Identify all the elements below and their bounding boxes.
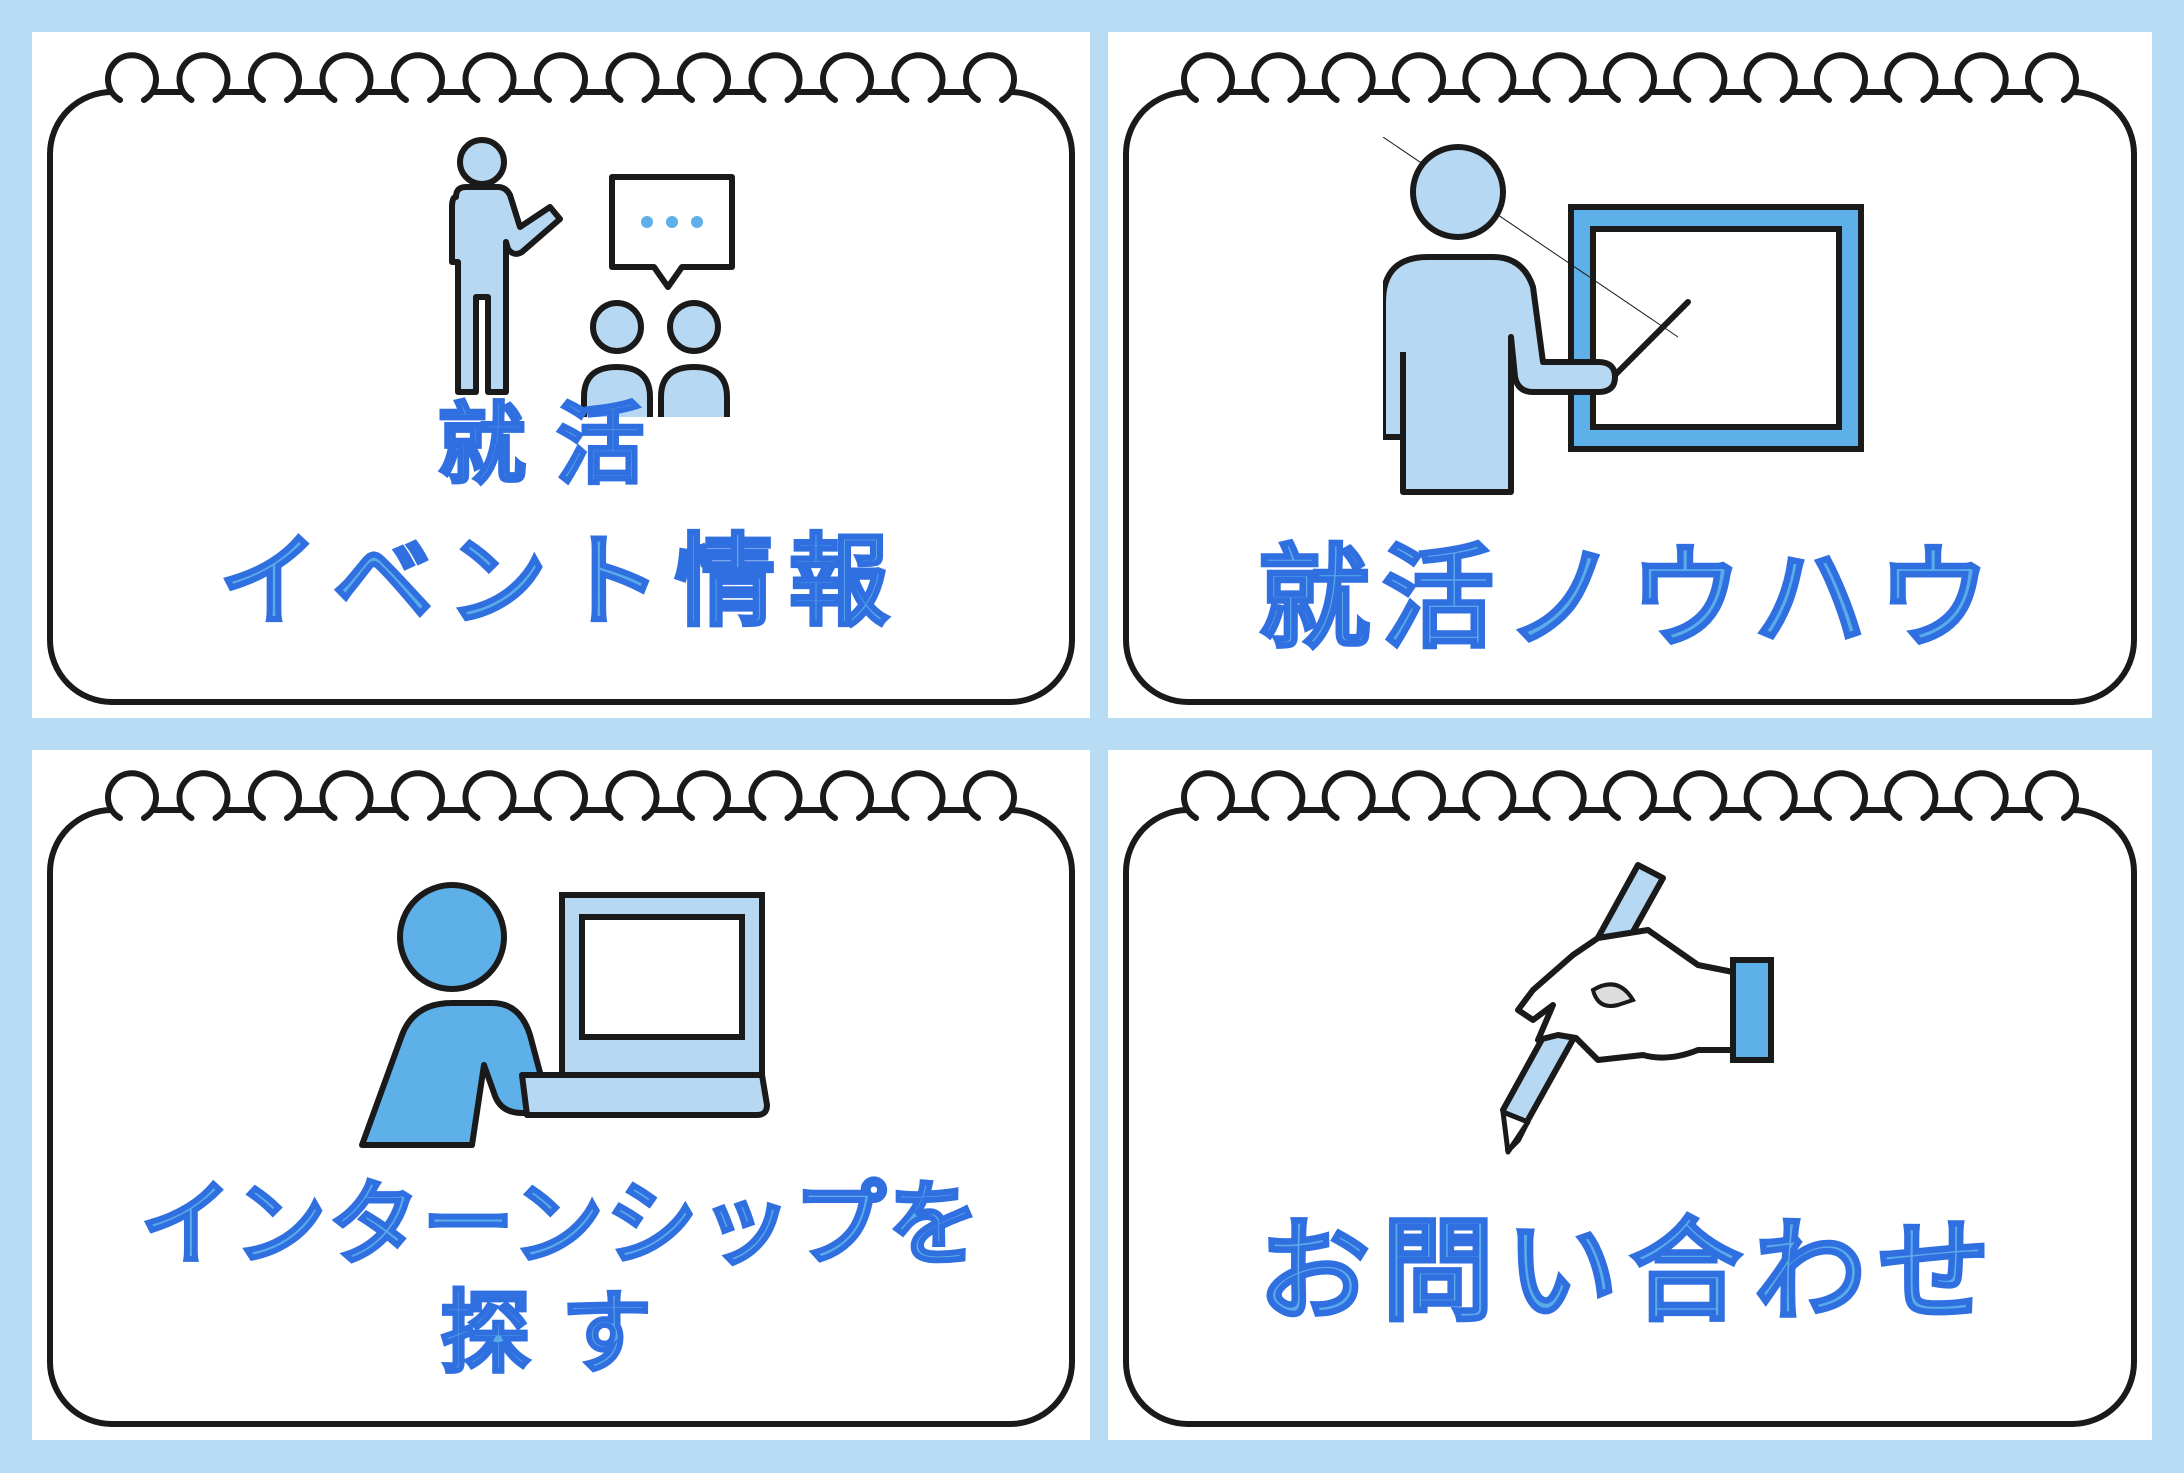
spiral-ring (534, 52, 588, 103)
spiral-ring (248, 52, 302, 103)
spiral-ring (176, 770, 231, 821)
spiral-ring (1884, 770, 1939, 821)
spiral-ring (391, 770, 445, 821)
spiral-ring (748, 52, 803, 103)
spiral-ring (677, 770, 731, 821)
presentation-icon (449, 137, 735, 417)
spiral-ring (1532, 770, 1587, 821)
tile-job-events[interactable]: 就 活 イベント情報 (32, 32, 1090, 718)
spiral-ring (1603, 770, 1657, 821)
spiral-ring (1462, 52, 1517, 103)
spiral-ring (748, 770, 803, 821)
tile-label-line-2: イベント情報 (218, 522, 903, 642)
spiral-ring (1321, 770, 1376, 821)
tile-label: お問い合わせ (1257, 1205, 2002, 1338)
spiral-ring (534, 770, 588, 821)
spiral-ring (677, 52, 731, 103)
notepad-frame (47, 52, 1075, 705)
tile-label-line-1: 就 活 (436, 392, 646, 498)
spiral-ring (105, 52, 159, 103)
spiral-ring (1181, 52, 1235, 103)
spiral-ring (1954, 52, 2009, 103)
spiral-ring (891, 770, 946, 821)
spiral-ring (248, 770, 302, 821)
spiral-ring (820, 52, 874, 103)
spiral-ring (1603, 52, 1657, 103)
spiral-ring (105, 770, 159, 821)
spiral-ring (1251, 52, 1306, 103)
teacher-board-icon (1383, 137, 1864, 495)
spiral-ring (1181, 770, 1235, 821)
spiral-ring (462, 52, 517, 103)
spiral-ring (1673, 52, 1728, 103)
spiral-ring (891, 52, 946, 103)
spiral-ring (963, 52, 1017, 103)
spiral-ring (1814, 52, 1868, 103)
spiral-ring (2025, 770, 2079, 821)
spiral-ring (319, 770, 374, 821)
hand-pen-icon (1500, 862, 1774, 1155)
spiral-ring (1814, 770, 1868, 821)
spiral-ring (1392, 52, 1446, 103)
spiral-ring (462, 770, 517, 821)
spiral-ring (820, 770, 874, 821)
spiral-ring (1673, 770, 1728, 821)
notepad-frame (1123, 770, 2137, 1427)
spiral-ring (1743, 770, 1798, 821)
spiral-ring (1321, 52, 1376, 103)
tile-job-knowhow[interactable]: 就活ノウハウ (1108, 32, 2152, 718)
tile-contact[interactable]: お問い合わせ (1108, 750, 2152, 1440)
spiral-ring (1392, 770, 1446, 821)
spiral-ring (176, 52, 231, 103)
spiral-ring (963, 770, 1017, 821)
spiral-ring (1954, 770, 2009, 821)
spiral-ring (1884, 52, 1939, 103)
tile-label-line-2: 探 す (439, 1280, 653, 1388)
spiral-ring (1462, 770, 1517, 821)
tile-label: 就活ノウハウ (1257, 532, 2002, 665)
spiral-ring (319, 52, 374, 103)
spiral-ring (1532, 52, 1587, 103)
tile-label-line-1: インターンシップを (139, 1169, 982, 1279)
laptop-user-icon (359, 882, 770, 1148)
spiral-ring (605, 770, 660, 821)
spiral-ring (391, 52, 445, 103)
spiral-ring (1251, 770, 1306, 821)
spiral-ring (605, 52, 660, 103)
spiral-ring (2025, 52, 2079, 103)
tile-internship[interactable]: インターンシップを 探 す (32, 750, 1090, 1440)
spiral-ring (1743, 52, 1798, 103)
